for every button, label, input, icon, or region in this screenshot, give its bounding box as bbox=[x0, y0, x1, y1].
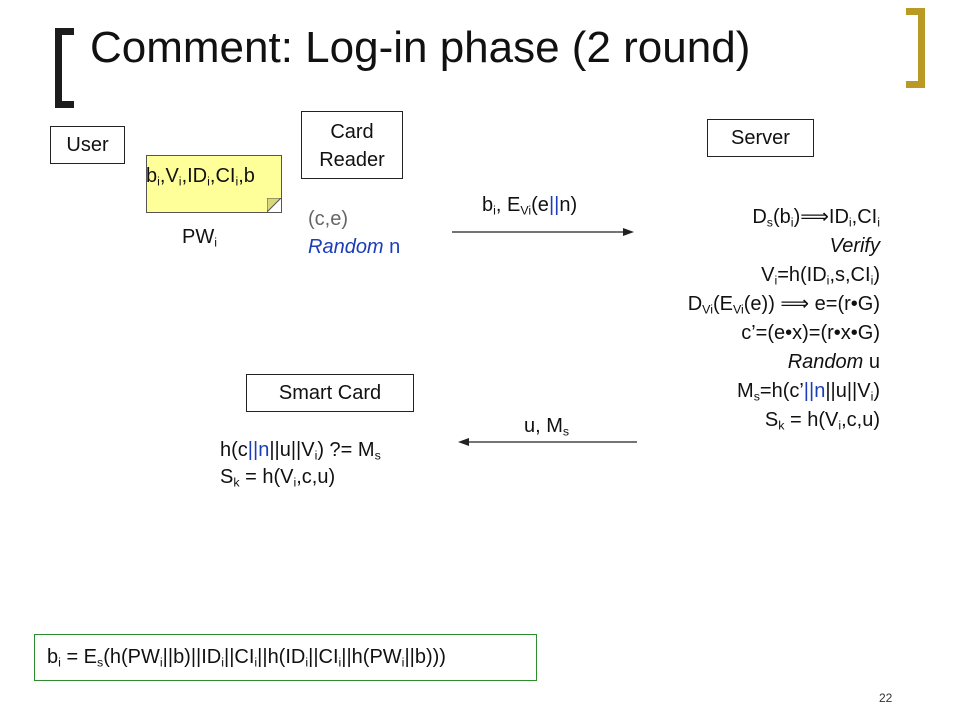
card-reader-box: Card Reader bbox=[301, 111, 403, 179]
card-reader-label-line2: Reader bbox=[319, 149, 385, 171]
server-step-3: Vi=h(IDi,s,CIi) bbox=[761, 264, 880, 288]
smart-card-label: Smart Card bbox=[278, 382, 382, 404]
slide-title: Comment: Log-in phase (2 round) bbox=[90, 23, 751, 72]
title-bracket-left bbox=[55, 28, 74, 108]
password-input-label: PWi bbox=[182, 226, 217, 250]
user-label: User bbox=[66, 134, 109, 156]
server-step-7: Ms=h(c’||n||u||Vi) bbox=[737, 380, 880, 404]
arrow-to-smart-card-head bbox=[458, 438, 469, 446]
card-data-note bbox=[146, 155, 282, 213]
server-step-5: c’=(e•x)=(r•x•G) bbox=[741, 322, 880, 344]
card-reader-label-line1: Card bbox=[330, 121, 374, 143]
note-fold-corner bbox=[267, 198, 281, 212]
server-step-2: Verify bbox=[829, 235, 880, 257]
smart-card-step-1: h(c||n||u||Vi) ?= Ms bbox=[220, 439, 381, 463]
message-to-server-label: bi, EVi(e||n) bbox=[482, 194, 578, 218]
card-data-note-text: bi,Vi,IDi,CIi,b bbox=[146, 165, 255, 189]
card-reader-ce: (c,e) bbox=[308, 208, 348, 230]
arrow-to-server-head bbox=[623, 228, 634, 236]
smart-card-step-2: Sk = h(Vi,c,u) bbox=[220, 466, 336, 490]
smart-card-box: Smart Card bbox=[246, 374, 414, 412]
title-bracket-right bbox=[906, 8, 925, 88]
smart-card-computations: h(c||n||u||Vi) ?= Ms Sk = h(Vi,c,u) bbox=[220, 437, 381, 491]
server-step-4: DVi(EVi(e)) ⟹ e=(r•G) bbox=[687, 293, 880, 317]
server-computations: Ds(bi)⟹IDi,CIi Verify Vi=h(IDi,s,CIi) DV… bbox=[688, 203, 880, 435]
card-reader-random-n: Random n bbox=[308, 236, 401, 258]
b-definition-formula: bi = Es(h(PWi||b)||IDi||CIi||h(IDi||CIi|… bbox=[34, 634, 537, 681]
server-step-8: Sk = h(Vi,c,u) bbox=[764, 409, 880, 433]
server-step-1: Ds(bi)⟹IDi,CIi bbox=[752, 206, 880, 230]
server-label: Server bbox=[731, 127, 790, 149]
page-number: 22 bbox=[879, 691, 893, 705]
server-box: Server bbox=[707, 119, 814, 157]
server-step-6: Random u bbox=[787, 351, 880, 373]
user-box: User bbox=[50, 126, 125, 164]
message-to-card-label: u, Ms bbox=[524, 415, 570, 439]
